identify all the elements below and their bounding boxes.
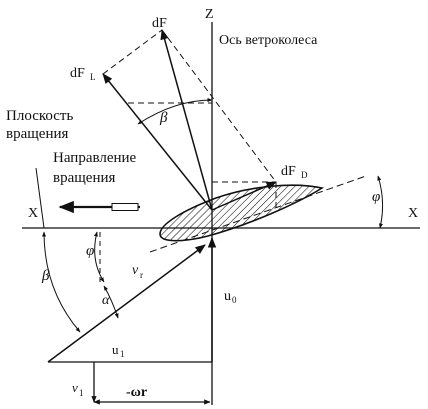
rotation-direction-label-line1: Направление	[53, 150, 137, 166]
alpha-label: α	[102, 293, 110, 308]
wheel-axis-label: Ось ветроколеса	[219, 33, 318, 48]
dF-D-label: dF D	[281, 164, 308, 180]
svg-text:L: L	[90, 72, 96, 82]
rotation-plane-pointer	[35, 167, 45, 229]
airfoil-section	[159, 184, 325, 242]
svg-text:u: u	[112, 342, 119, 357]
svg-text:1: 1	[120, 349, 125, 359]
phi-arc-right	[377, 175, 384, 229]
svg-text:v: v	[132, 263, 139, 278]
u0-label: u 0	[224, 289, 237, 305]
phi-label-right: φ	[372, 189, 380, 205]
beta-arc-top	[137, 98, 213, 125]
svg-text:dF: dF	[70, 66, 85, 81]
x-axis-label-left: X	[28, 206, 38, 221]
z-axis-label: Z	[205, 7, 214, 22]
svg-text:1: 1	[79, 388, 84, 398]
phi-arc-left	[93, 231, 105, 283]
omega-r-label: -ωr	[126, 385, 147, 400]
svg-text:0: 0	[232, 295, 237, 305]
u1-label: u 1	[112, 342, 125, 359]
dF-label: dF	[152, 16, 167, 31]
dF-L-vector	[102, 73, 213, 211]
alpha-arc	[103, 285, 119, 319]
svg-text:D: D	[301, 170, 308, 180]
rotation-direction-arrow	[58, 200, 140, 214]
rotation-plane-label-line2: вращения	[6, 126, 69, 142]
dF-D-vector	[211, 181, 277, 211]
svg-text:u: u	[224, 289, 231, 304]
rotation-direction-label-line2: вращения	[53, 170, 116, 186]
v1-label: v 1	[72, 380, 84, 398]
beta-label-left: β	[41, 268, 50, 284]
svg-text:dF: dF	[281, 164, 296, 179]
dF-vector	[160, 28, 213, 211]
v-r-label: v r	[132, 263, 143, 280]
beta-arc-left	[42, 231, 81, 333]
svg-text:r: r	[140, 270, 143, 280]
construction-line-2	[161, 29, 277, 183]
dF-L-label: dF L	[70, 66, 96, 82]
relative-velocity-vector	[47, 244, 206, 363]
svg-text:v: v	[72, 380, 78, 395]
x-axis-label-right: X	[408, 206, 418, 221]
construction-line-1	[102, 29, 163, 75]
rotation-plane-label-line1: Плоскость	[6, 108, 73, 124]
beta-label-top: β	[159, 110, 168, 126]
phi-label-left: φ	[86, 243, 94, 259]
